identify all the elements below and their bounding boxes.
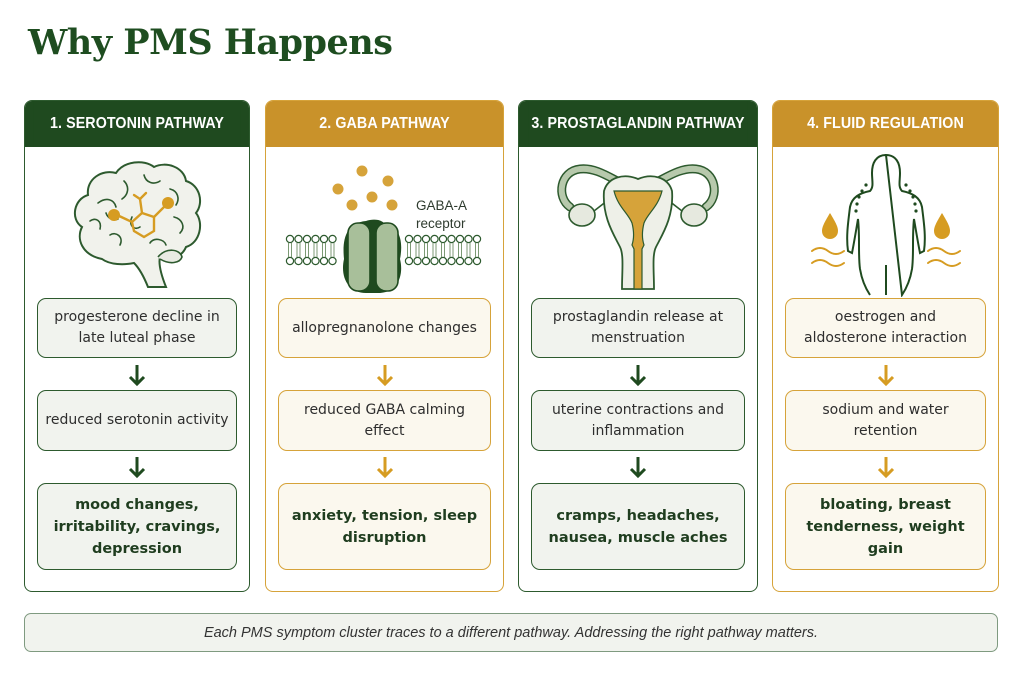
lipid-head: [302, 234, 312, 244]
lipid-head: [455, 256, 465, 266]
lipid-head: [294, 256, 303, 266]
lipid-head: [464, 234, 473, 244]
step-box: reduced serotonin activity: [37, 390, 237, 451]
lipid-head: [464, 256, 473, 266]
card-header: 1. SEROTONIN PATHWAY: [33, 101, 241, 147]
lipid-head: [430, 256, 439, 266]
arrow-down-icon: [629, 365, 647, 387]
lipid-head: [455, 234, 465, 244]
serotonin-pathway-card: 1. SEROTONIN PATHWAY: [24, 100, 250, 592]
arrow-down-icon: [877, 365, 894, 387]
arrow-down-icon: [376, 365, 393, 387]
outcome-box: anxiety, tension, sleep disruption: [278, 483, 491, 570]
arrow-down-icon: [376, 457, 393, 479]
lipid-head: [438, 234, 448, 244]
outcome-box: bloating, breast tenderness, weight gain: [785, 483, 986, 570]
lipid-head: [472, 256, 482, 266]
card-header: 4. FLUID REGULATION: [782, 101, 989, 147]
page-title: Why PMS Happens: [28, 22, 393, 63]
lipid-tail: [313, 243, 318, 257]
lipid-tail: [288, 243, 292, 257]
lipid-tail: [424, 243, 428, 257]
gaba-a-receptor-label: GABA-A receptor: [416, 198, 468, 231]
lipid-head: [319, 256, 329, 266]
lipid-head: [311, 256, 320, 266]
lipid-head: [421, 234, 431, 244]
lipid-head: [302, 256, 312, 266]
lipid-tail: [305, 243, 309, 257]
lipid-head: [430, 234, 439, 244]
lipid-head: [438, 256, 448, 266]
lipid-head: [413, 234, 422, 244]
lipid-tail: [475, 243, 479, 257]
lipid-head: [311, 234, 320, 244]
gaba-receptor-membrane-icon: GABA-A receptor: [266, 147, 503, 297]
arrow-down-icon: [629, 457, 647, 479]
lipid-head: [404, 256, 414, 266]
arrow-down-icon: [877, 457, 894, 479]
lipid-head: [319, 234, 329, 244]
gaba-pathway-card: 2. GABA PATHWAY GABA-A receptor allopreg…: [265, 100, 504, 592]
body-water-retention-icon: [773, 147, 998, 297]
lipid-head: [404, 234, 414, 244]
lipid-head: [285, 256, 295, 266]
lipid-head: [294, 234, 303, 244]
lipid-head: [447, 234, 456, 244]
footer-note: Each PMS symptom cluster traces to a dif…: [24, 613, 998, 652]
lipid-tail: [322, 243, 326, 257]
lipid-head: [421, 256, 431, 266]
lipid-head: [328, 234, 337, 244]
lipid-tail: [441, 243, 445, 257]
step-box: allopregnanolone changes: [278, 298, 491, 358]
lipid-tail: [407, 243, 411, 257]
arrow-down-icon: [128, 365, 146, 387]
lipid-head: [472, 234, 482, 244]
lipid-tail: [432, 243, 437, 257]
lipid-tail: [296, 243, 301, 257]
lipid-tail: [330, 243, 335, 257]
card-header: 2. GABA PATHWAY: [275, 101, 494, 147]
step-box: uterine contractions and inflammation: [531, 390, 745, 451]
outcome-box: mood changes, irritability, cravings, de…: [37, 483, 237, 570]
card-header: 3. PROSTAGLANDIN PATHWAY: [528, 101, 748, 147]
step-box: progesterone decline in late luteal phas…: [37, 298, 237, 358]
step-box: prostaglandin release at menstruation: [531, 298, 745, 358]
step-box: oestrogen and aldosterone interaction: [785, 298, 986, 358]
lipid-tail: [449, 243, 454, 257]
fluid-regulation-card: 4. FLUID REGULATION oestrogen and aldost…: [772, 100, 999, 592]
lipid-head: [447, 256, 456, 266]
lipid-tail: [415, 243, 420, 257]
lipid-head: [413, 256, 422, 266]
outcome-box: cramps, headaches, nausea, muscle aches: [531, 483, 745, 570]
prostaglandin-pathway-card: 3. PROSTAGLANDIN PATHWAY prostaglandin r…: [518, 100, 758, 592]
arrow-down-icon: [128, 457, 146, 479]
step-box: sodium and water retention: [785, 390, 986, 451]
step-box: reduced GABA calming effect: [278, 390, 491, 451]
lipid-tail: [466, 243, 471, 257]
lipid-tail: [458, 243, 462, 257]
lipid-head: [285, 234, 295, 244]
brain-with-molecule-icon: [25, 147, 249, 297]
lipid-head: [328, 256, 337, 266]
uterus-icon: [519, 147, 757, 297]
